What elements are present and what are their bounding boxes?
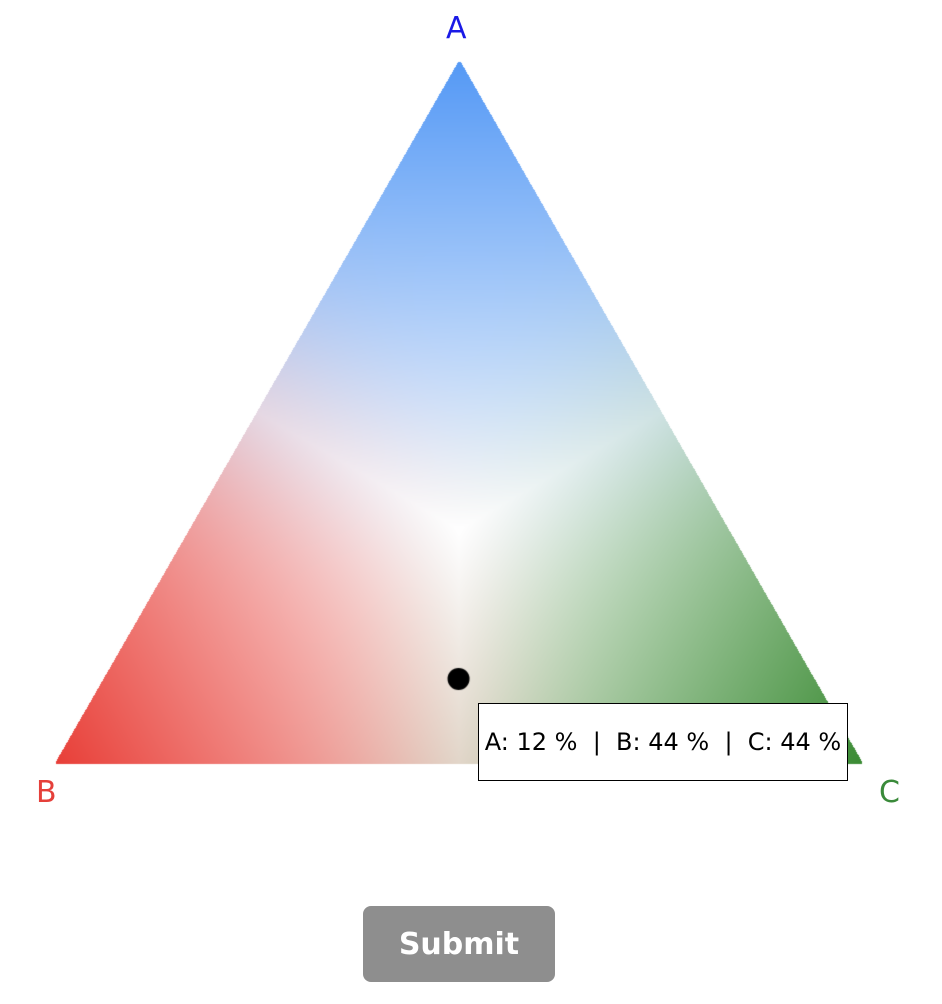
vertex-label-a: A <box>446 11 467 46</box>
vertex-label-c: C <box>879 775 900 810</box>
submit-button[interactable]: Submit <box>363 906 555 982</box>
composition-readout: A: 12 % | B: 44 % | C: 44 % <box>478 703 848 781</box>
vertex-label-b: B <box>36 775 57 810</box>
